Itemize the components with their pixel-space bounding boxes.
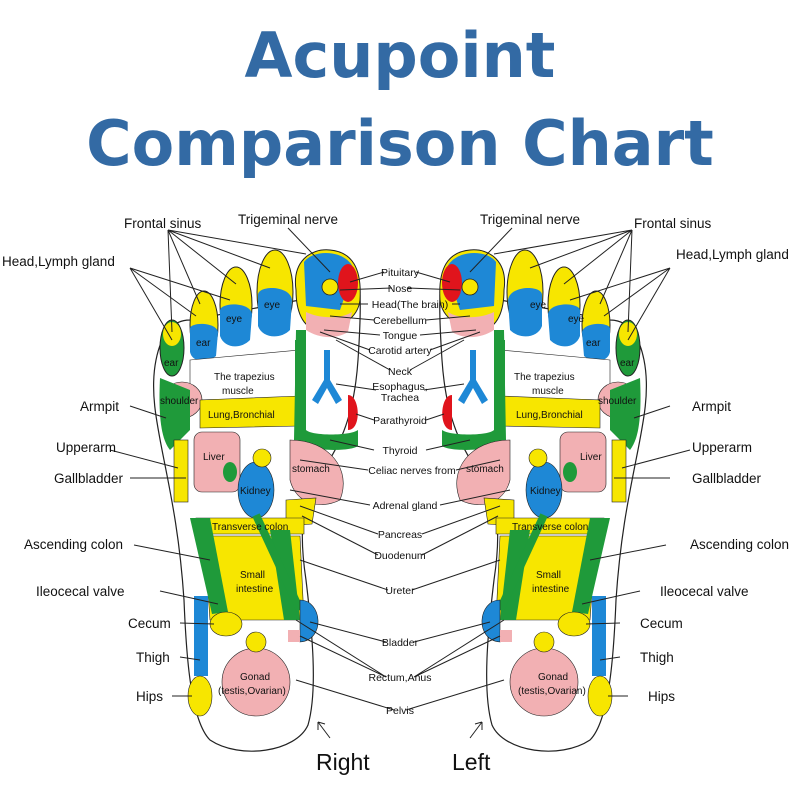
zone-transverse: Transverse colon — [212, 522, 288, 533]
label-ureter: Ureter — [385, 585, 415, 597]
label-esophagus: Esophagus, — [372, 381, 427, 393]
label-trachea: Trachea — [381, 392, 419, 404]
label-pancreas: Pancreas — [378, 529, 422, 541]
zone-shoulder: shoulder — [598, 396, 637, 407]
label-upperarm: Upperarm — [56, 440, 116, 455]
label-upperarm: Upperarm — [692, 440, 752, 455]
label-gallbladder: Gallbladder — [54, 471, 124, 486]
zone-gonad: (testis,Ovarian) — [518, 686, 586, 697]
zone-eye: eye — [568, 314, 585, 325]
label-thyroid: Thyroid — [382, 445, 417, 457]
label-bladder: Bladder — [382, 637, 419, 649]
zone-gonad: Gonad — [240, 672, 270, 683]
zone-ear: ear — [164, 358, 179, 369]
label-left-foot: Left — [452, 749, 491, 775]
label-right-foot: Right — [316, 749, 370, 775]
zone-kidney: Kidney — [530, 486, 561, 497]
label-head-lymph: Head,Lymph gland — [676, 247, 789, 262]
label-pelvis: Pelvis — [386, 705, 414, 717]
label-head-lymph: Head,Lymph gland — [2, 254, 115, 269]
outer-labels-right: Frontal sinus Trigeminal nerve Head,Lymp… — [480, 212, 789, 704]
chart-title-line1: Acupoint — [244, 19, 556, 92]
label-cecum: Cecum — [640, 616, 683, 631]
label-trigeminal-nerve: Trigeminal nerve — [480, 212, 580, 227]
zone-ear: ear — [196, 338, 211, 349]
label-armpit: Armpit — [80, 399, 119, 414]
zone-small: intestine — [236, 584, 274, 595]
zone-stomach: stomach — [292, 464, 330, 475]
center-labels: Pituitary Nose Head(The brain) Cerebellu… — [368, 267, 456, 717]
zone-gonad: (testis,Ovarian) — [218, 686, 286, 697]
zone-stomach: stomach — [466, 464, 504, 475]
zone-lung: Lung,Bronchial — [208, 410, 275, 421]
zone-small: Small — [536, 570, 561, 581]
label-nose: Nose — [388, 283, 413, 295]
zone-labels-right: eye eye ear ear The trapezius muscle sho… — [160, 300, 330, 697]
zone-eye: eye — [264, 300, 281, 311]
label-frontal-sinus: Frontal sinus — [124, 216, 202, 231]
chart-title-line2: Comparison Chart — [86, 107, 714, 180]
zone-ear: ear — [620, 358, 635, 369]
label-cecum: Cecum — [128, 616, 171, 631]
zone-small: Small — [240, 570, 265, 581]
label-trigeminal-nerve: Trigeminal nerve — [238, 212, 338, 227]
label-ileocecal-valve: Ileocecal valve — [36, 584, 125, 599]
zone-labels-left: eye eye ear ear The trapezius muscle sho… — [466, 300, 637, 697]
label-duodenum: Duodenum — [374, 550, 426, 562]
zone-eye: eye — [530, 300, 547, 311]
label-cerebellum: Cerebellum — [373, 315, 427, 327]
zone-lung: Lung,Bronchial — [516, 410, 583, 421]
zone-small: intestine — [532, 584, 570, 595]
label-hips: Hips — [136, 689, 163, 704]
label-ascending-colon: Ascending colon — [690, 537, 789, 552]
label-armpit: Armpit — [692, 399, 731, 414]
zone-gonad: Gonad — [538, 672, 568, 683]
zone-kidney: Kidney — [240, 486, 271, 497]
zone-shoulder: shoulder — [160, 396, 199, 407]
zone-trapezius: muscle — [532, 386, 564, 397]
label-ascending-colon: Ascending colon — [24, 537, 123, 552]
right-foot — [152, 249, 361, 752]
label-pituitary: Pituitary — [381, 267, 420, 279]
zone-liver: Liver — [580, 452, 602, 463]
leader-lines — [109, 227, 691, 739]
label-celiac-nerves: Celiac nerves from — [368, 465, 456, 477]
label-frontal-sinus: Frontal sinus — [634, 216, 712, 231]
zone-transverse: Transverse colon — [512, 522, 588, 533]
label-ileocecal-valve: Ileocecal valve — [660, 584, 749, 599]
label-tongue: Tongue — [383, 330, 418, 342]
label-thigh: Thigh — [640, 650, 674, 665]
outer-labels-left: Frontal sinus Trigeminal nerve Head,Lymp… — [2, 212, 338, 704]
zone-liver: Liver — [203, 452, 225, 463]
label-head-brain: Head(The brain) — [372, 299, 448, 311]
label-thigh: Thigh — [136, 650, 170, 665]
zone-trapezius: The trapezius — [214, 372, 275, 383]
label-parathyroid: Parathyroid — [373, 415, 427, 427]
label-adrenal-gland: Adrenal gland — [373, 500, 438, 512]
zone-trapezius: The trapezius — [514, 372, 575, 383]
zone-ear: ear — [586, 338, 601, 349]
label-rectum-anus: Rectum,Anus — [368, 672, 431, 684]
label-gallbladder: Gallbladder — [692, 471, 762, 486]
label-carotid-artery: Carotid artery — [368, 345, 432, 357]
zone-eye: eye — [226, 314, 243, 325]
zone-trapezius: muscle — [222, 386, 254, 397]
label-neck: Neck — [388, 366, 413, 378]
left-foot — [439, 249, 648, 752]
label-hips: Hips — [648, 689, 675, 704]
